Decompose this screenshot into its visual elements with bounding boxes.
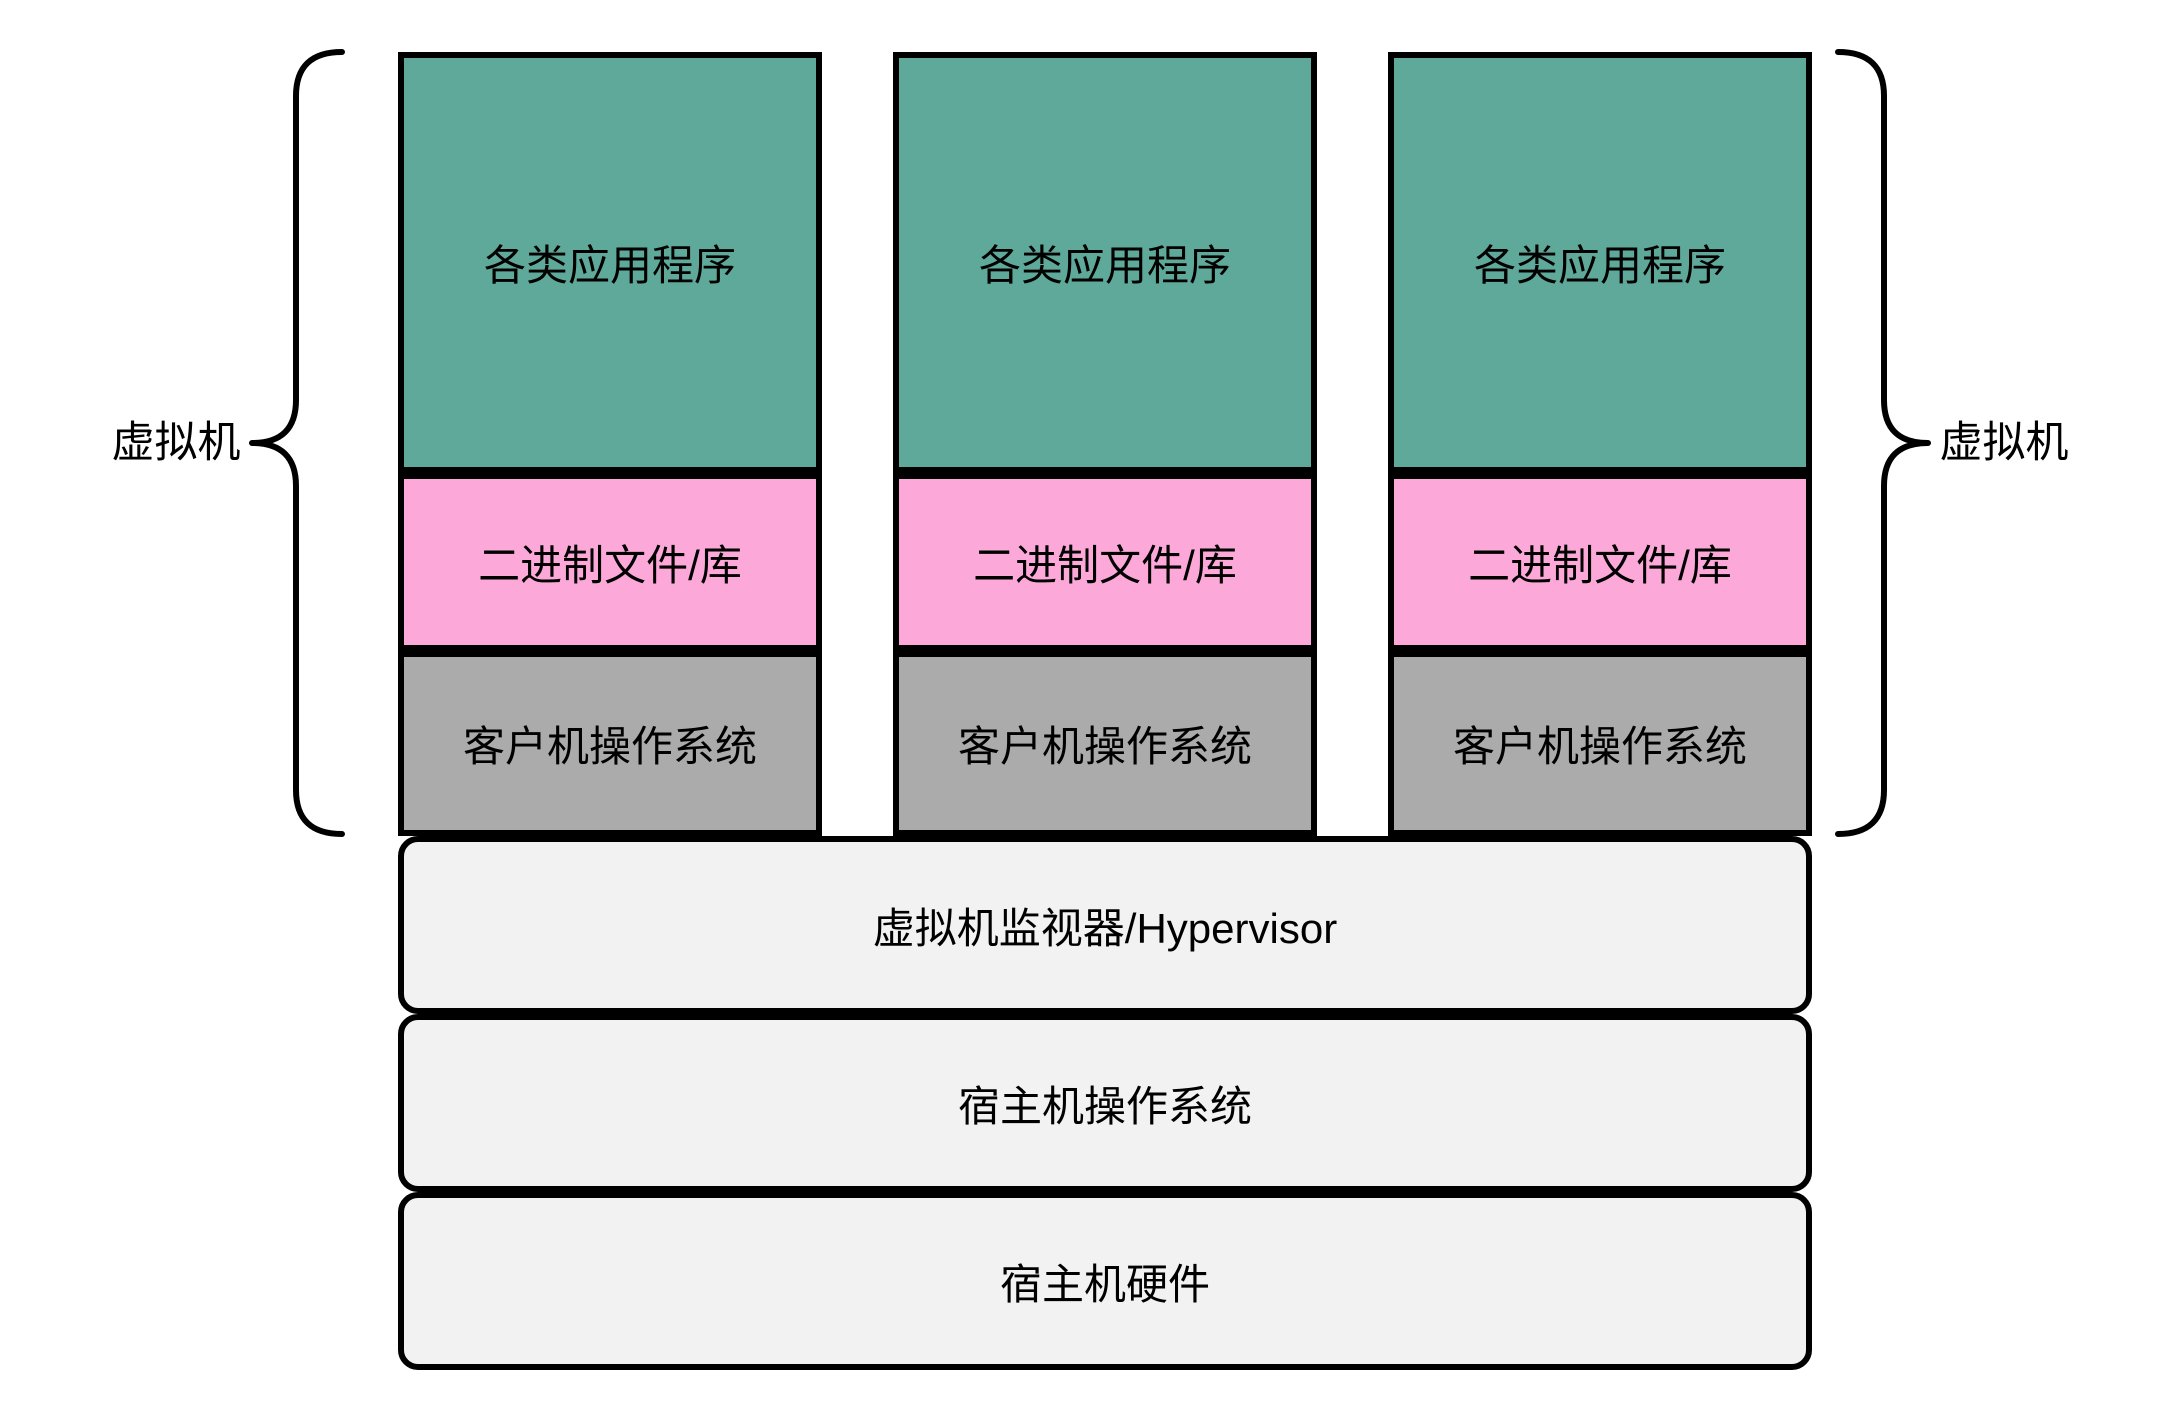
vm-column-2: 各类应用程序 二进制文件/库 客户机操作系统	[893, 52, 1317, 836]
binaries-label: 二进制文件/库	[478, 541, 742, 589]
apps-box: 各类应用程序	[893, 52, 1317, 473]
hypervisor-box: 虚拟机监视器/Hypervisor	[398, 836, 1812, 1014]
host-os-box: 宿主机操作系统	[398, 1014, 1812, 1192]
binaries-box: 二进制文件/库	[398, 473, 822, 651]
guest-os-label: 客户机操作系统	[462, 723, 757, 770]
hardware-label: 宿主机硬件	[999, 1260, 1210, 1308]
host-os-label: 宿主机操作系统	[957, 1082, 1252, 1130]
apps-label: 各类应用程序	[483, 242, 736, 289]
guest-os-label: 客户机操作系统	[957, 723, 1252, 770]
apps-box: 各类应用程序	[1388, 52, 1812, 473]
apps-label: 各类应用程序	[978, 242, 1231, 289]
vm-column-1: 各类应用程序 二进制文件/库 客户机操作系统	[398, 52, 822, 836]
guest-os-box: 客户机操作系统	[398, 651, 822, 836]
guest-os-box: 客户机操作系统	[893, 651, 1317, 836]
apps-box: 各类应用程序	[398, 52, 822, 473]
vm-label-right: 虚拟机	[1939, 419, 2069, 467]
vm-label-left: 虚拟机	[111, 419, 241, 467]
binaries-label: 二进制文件/库	[973, 541, 1237, 589]
guest-os-label: 客户机操作系统	[1452, 723, 1747, 770]
hardware-box: 宿主机硬件	[398, 1192, 1812, 1370]
hypervisor-label: 虚拟机监视器/Hypervisor	[872, 904, 1338, 952]
apps-label: 各类应用程序	[1473, 242, 1726, 289]
binaries-label: 二进制文件/库	[1468, 541, 1732, 589]
binaries-box: 二进制文件/库	[1388, 473, 1812, 651]
vm-column-3: 各类应用程序 二进制文件/库 客户机操作系统	[1388, 52, 1812, 836]
binaries-box: 二进制文件/库	[893, 473, 1317, 651]
guest-os-box: 客户机操作系统	[1388, 651, 1812, 836]
